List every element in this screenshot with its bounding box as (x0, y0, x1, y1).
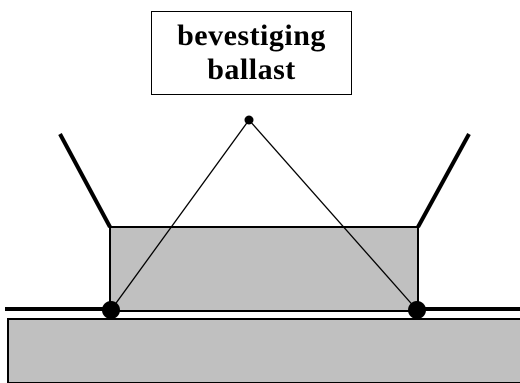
right-cable-line (248, 119, 418, 311)
label-line-1: bevestiging (177, 19, 326, 52)
left-anchor-point (102, 301, 120, 319)
left-arm-line (58, 133, 112, 228)
left-cable-line (110, 119, 250, 311)
ballast-block (109, 226, 419, 312)
base-block (7, 318, 520, 383)
right-arm-line (416, 133, 471, 228)
label-box: bevestiging ballast (151, 11, 352, 95)
apex-point (244, 115, 254, 125)
right-anchor-point (408, 301, 426, 319)
label-line-2: ballast (207, 53, 296, 86)
